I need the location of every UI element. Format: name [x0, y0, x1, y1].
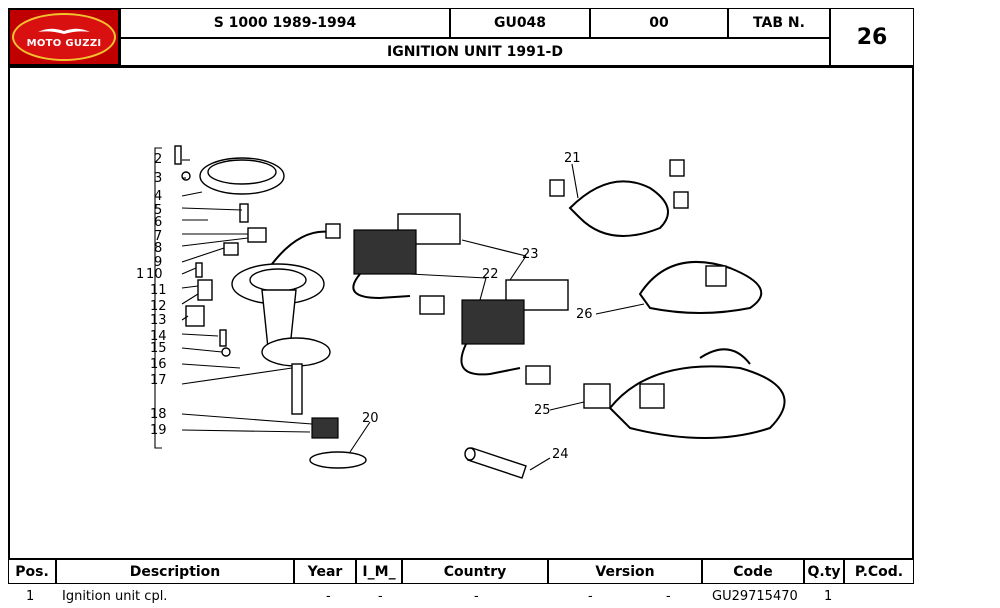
row-extra: -: [666, 588, 671, 604]
row-im: -: [378, 588, 383, 604]
cap-inner: [207, 159, 277, 185]
callout-20: 20: [362, 411, 379, 426]
drive-gear: [311, 417, 339, 439]
drive-shaft: [291, 363, 303, 415]
col-version: Version: [548, 559, 702, 584]
block-part: [247, 227, 267, 243]
part-24: [467, 447, 527, 479]
tab-label-cell: TAB N.: [728, 8, 830, 38]
col-code: Code: [702, 559, 804, 584]
amplifier-23-wire: [352, 273, 411, 300]
callout-13: 13: [150, 313, 167, 328]
amplifier-22: [461, 299, 525, 345]
model-cell: S 1000 1989-1994: [120, 8, 450, 38]
col-country: Country: [402, 559, 548, 584]
page-title: IGNITION UNIT 1991-D: [120, 38, 830, 66]
callout-3: 3: [154, 171, 162, 186]
washer-part: [181, 171, 191, 181]
callout-24: 24: [552, 447, 569, 462]
sensor-wire: [271, 230, 331, 265]
amplifier-22-plug: [525, 365, 551, 385]
harness-25-plug-b: [639, 383, 665, 409]
callout-25: 25: [534, 403, 551, 418]
harness-25: [608, 365, 786, 439]
row-pos: 1: [26, 588, 35, 604]
gasket-part: [309, 451, 367, 469]
callout-7: 7: [154, 229, 162, 244]
callout-10: 10: [146, 267, 163, 282]
callout-9: 9: [154, 255, 162, 270]
callout-11: 11: [150, 283, 167, 298]
harness-25-loop: [699, 348, 751, 365]
table-row[interactable]: 1 Ignition unit cpl. - - - - - GU2971547…: [0, 586, 1000, 606]
lower-flange: [261, 337, 331, 367]
bracket-part: [185, 305, 205, 327]
row-description: Ignition unit cpl.: [62, 588, 168, 604]
group-bracket: [154, 147, 162, 449]
harness-25-plug-a: [583, 383, 611, 409]
callout-6: 6: [154, 215, 162, 230]
moto-guzzi-logo: MOTO GUZZI: [8, 8, 120, 66]
harness-21: [568, 180, 669, 237]
eagle-icon: [38, 28, 90, 34]
amplifier-23-plug: [419, 295, 445, 315]
callout-14: 14: [150, 329, 167, 344]
col-qty: Q.ty: [804, 559, 844, 584]
amplifier-22-wire: [460, 343, 521, 376]
col-year: Year: [294, 559, 356, 584]
harness-21-plug-b: [669, 159, 685, 177]
revision-cell: 00: [590, 8, 728, 38]
callout-16: 16: [150, 357, 167, 372]
exploded-parts-diagram: 1 2 3 4 5 6 7 8 9 10 11 12 13 14 15 16 1…: [136, 145, 786, 479]
col-pcod: P.Cod.: [844, 559, 914, 584]
callout-22: 22: [482, 267, 499, 282]
callout-5: 5: [154, 203, 162, 218]
tab-number-cell: 26: [830, 8, 914, 66]
mount-flange-inner: [249, 268, 307, 292]
harness-21-plug-c: [673, 191, 689, 209]
bolt-part: [239, 203, 249, 223]
callout-4: 4: [154, 189, 162, 204]
row-code: GU29715470: [712, 588, 798, 604]
logo-text: MOTO GUZZI: [26, 37, 102, 49]
row-qty: 1: [824, 588, 833, 604]
logo-oval: MOTO GUZZI: [12, 13, 116, 61]
col-description: Description: [56, 559, 294, 584]
row-country: -: [474, 588, 479, 604]
callout-2: 2: [154, 152, 162, 167]
callout-23: 23: [522, 247, 539, 262]
callout-17: 17: [150, 373, 167, 388]
col-im: I_M_: [356, 559, 402, 584]
washer-part-2: [221, 347, 231, 357]
harness-21-plug-a: [549, 179, 565, 197]
screw-part-2: [219, 329, 227, 347]
callout-12: 12: [150, 299, 167, 314]
callout-15: 15: [150, 341, 167, 356]
harness-26-relay: [705, 265, 727, 287]
harness-26: [638, 261, 763, 314]
plate-part: [197, 279, 213, 301]
leader-lines: [181, 159, 645, 471]
clamp-part: [223, 242, 239, 256]
callout-21: 21: [564, 151, 581, 166]
row-version: -: [588, 588, 593, 604]
sensor-connector: [325, 223, 341, 239]
callout-19: 19: [150, 423, 167, 438]
table-code-cell: GU048: [450, 8, 590, 38]
screw-part: [174, 145, 182, 165]
pin-part: [195, 262, 203, 278]
callout-26: 26: [576, 307, 593, 322]
amplifier-23: [353, 229, 417, 275]
callout-18: 18: [150, 407, 167, 422]
callout-8: 8: [154, 241, 162, 256]
col-pos: Pos.: [8, 559, 56, 584]
row-year: -: [326, 588, 331, 604]
callout-1: 1: [136, 267, 144, 282]
part-24-end: [464, 447, 476, 461]
